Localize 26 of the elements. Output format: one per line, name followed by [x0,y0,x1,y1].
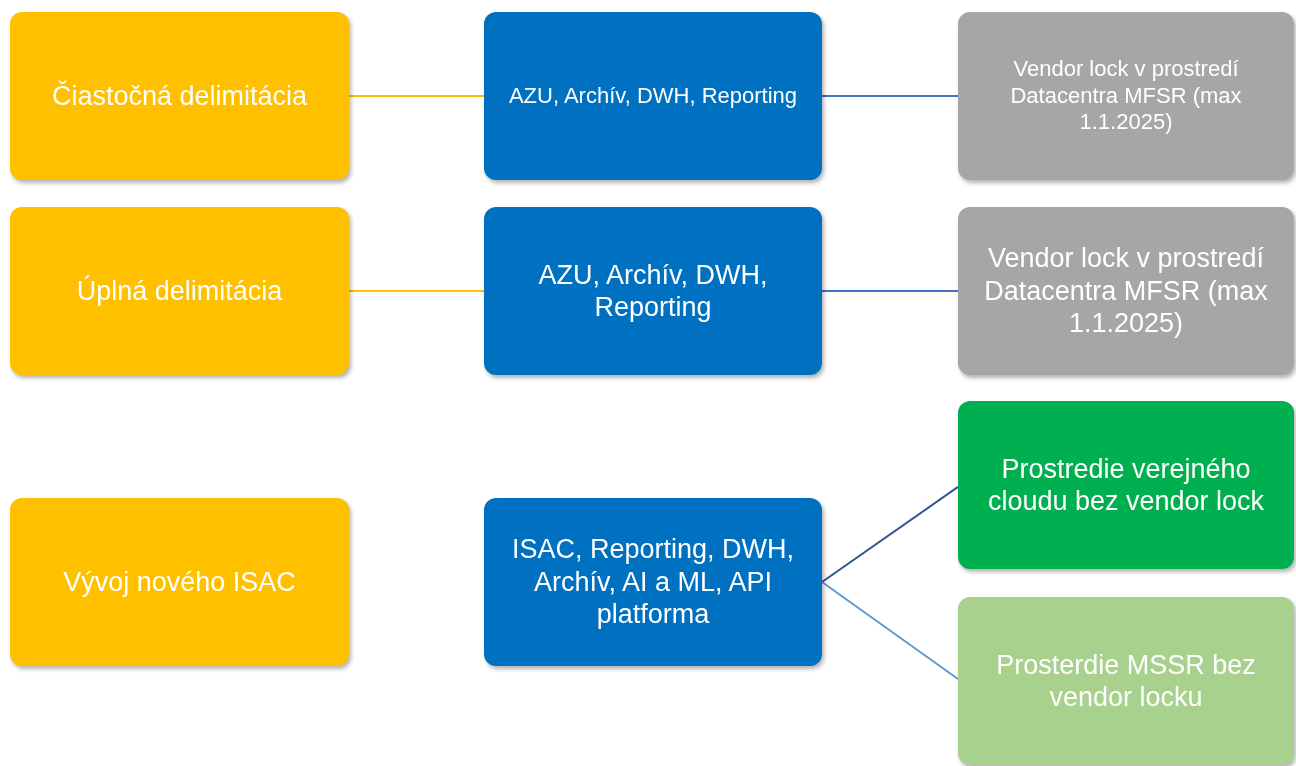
process-box [958,401,1294,569]
connector-line [821,485,959,583]
box-label: Prostredie verejného cloudu bez vendor lock [986,452,1266,518]
box-label: AZU, Archív, DWH, Reporting [508,82,798,110]
process-box [958,207,1294,375]
process-box [484,498,822,666]
process-box [10,12,349,180]
connector-line [821,581,959,680]
box-label: Úplná delimitácia [76,274,283,308]
connector-line [821,95,959,97]
process-box [484,207,822,375]
connector-line [348,290,485,292]
box-label: Vendor lock v prostredí Datacentra MFSR (max 1.1.2025) [983,242,1269,340]
process-box [958,12,1294,180]
process-box [958,597,1294,765]
connector-line [821,290,959,292]
process-box [10,207,349,375]
process-box [484,12,822,180]
box-label: AZU, Archív, DWH, Reporting [537,258,769,324]
box-label: ISAC, Reporting, DWH, Archív, AI a ML, API platforma [510,533,796,631]
box-label: Prosterdie MSSR bez vendor locku [995,648,1257,714]
box-label: Čiastočná delimitácia [51,79,308,113]
process-box [10,498,349,666]
connector-line [348,95,485,97]
box-label: Vendor lock v prostredí Datacentra MFSR (max 1.1.2025) [1009,56,1243,136]
box-label: Vývoj nového ISAC [63,565,296,599]
